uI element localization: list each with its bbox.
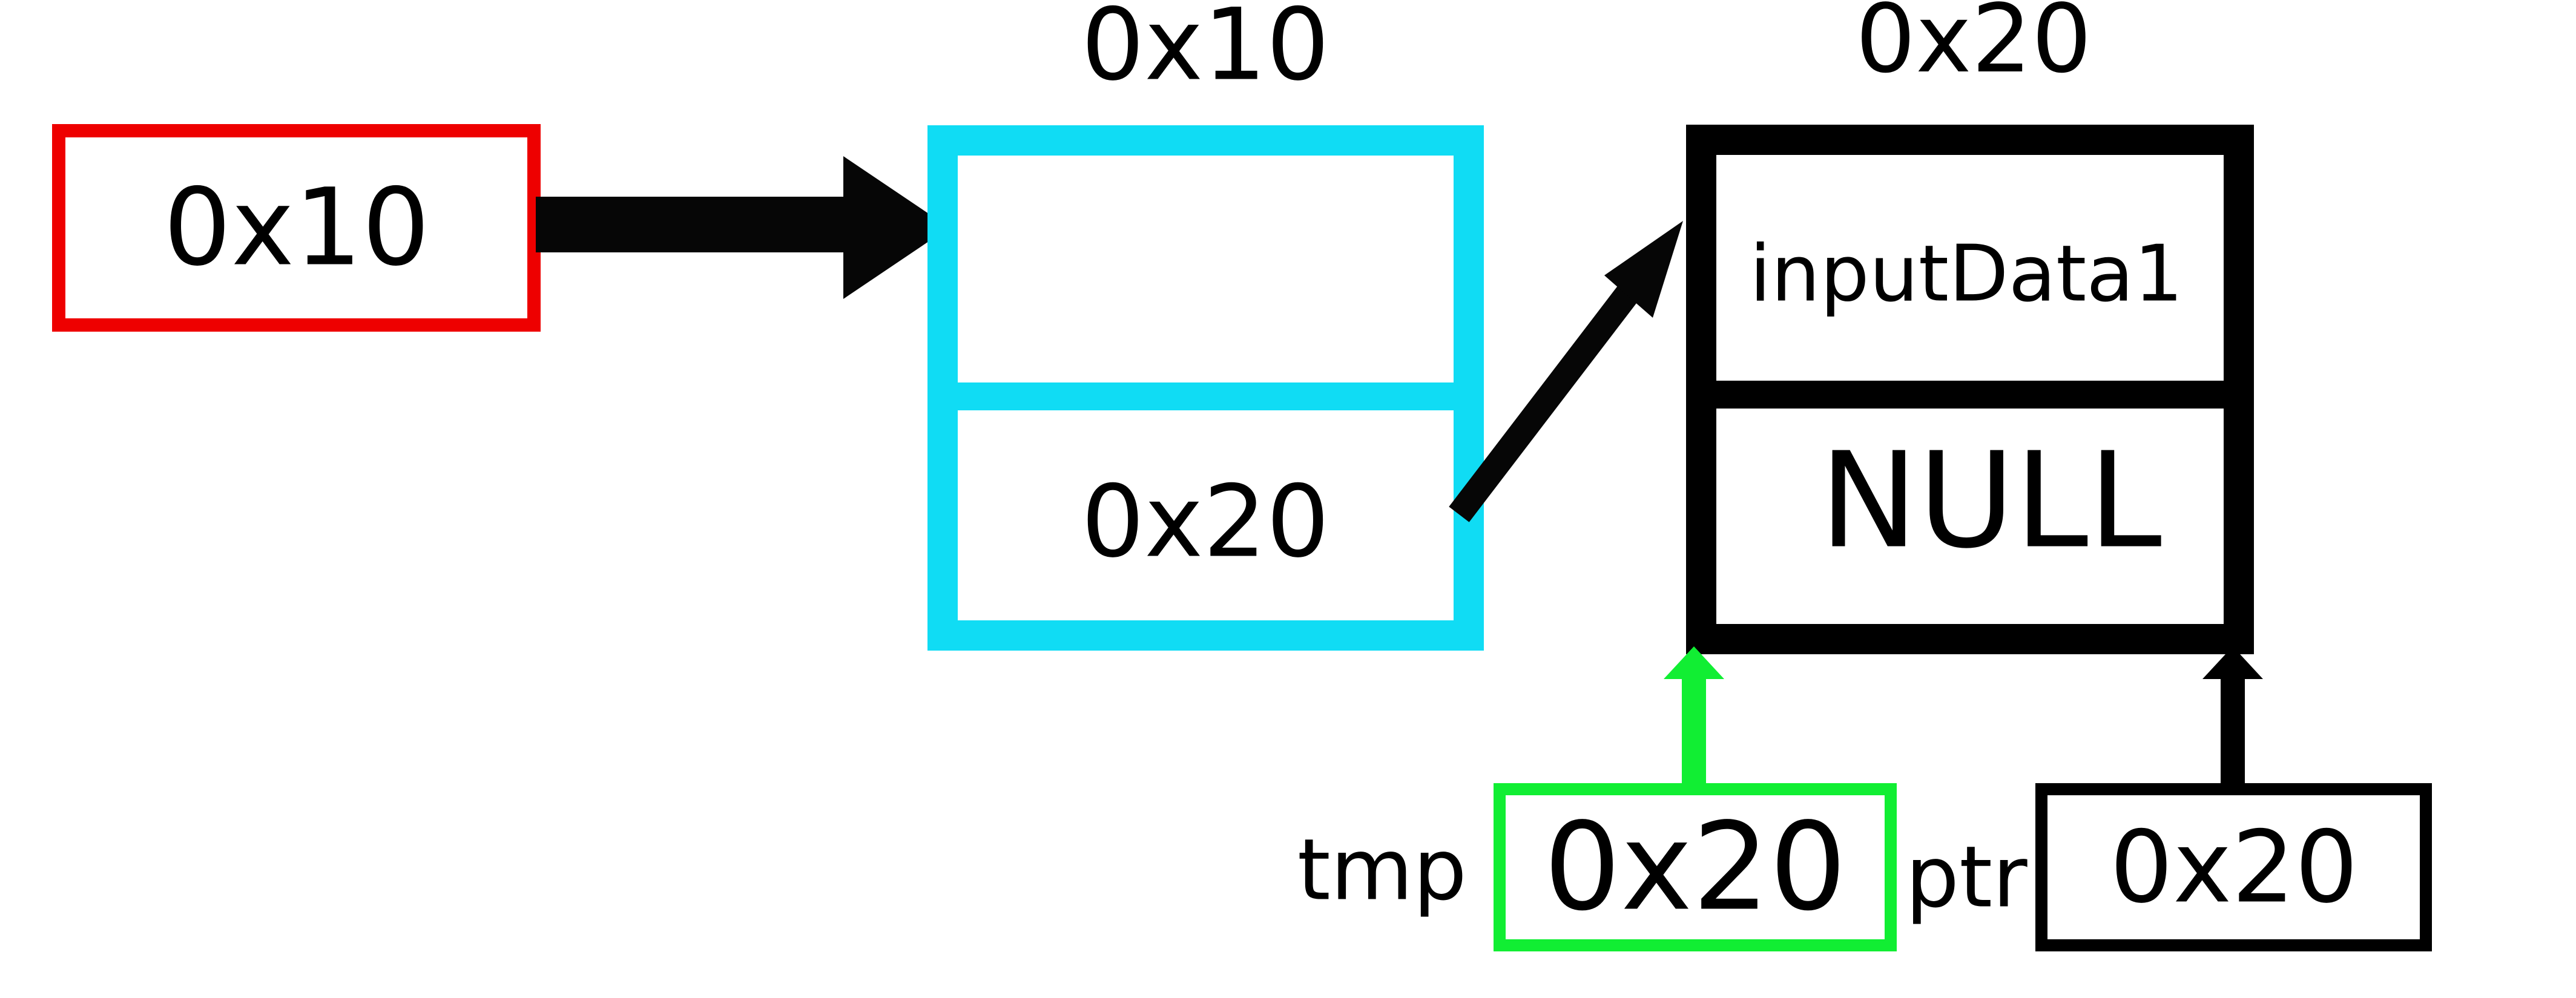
tmp-arrow-shaft (1682, 669, 1706, 790)
head-arrow-tip (843, 156, 949, 299)
head-arrow-shaft (536, 197, 848, 252)
tmp-name-label: tmp (1297, 821, 1467, 920)
node1-next-arrow-tip (1604, 221, 1683, 318)
node2-divider (1701, 381, 2239, 409)
node2-address-label: 0x20 (1856, 0, 2092, 94)
node1-divider (943, 382, 1469, 410)
tmp-pointer-value: 0x20 (1544, 797, 1846, 938)
node2-next-cell: NULL (1819, 425, 2162, 578)
tmp-arrow-tip (1664, 646, 1724, 679)
ptr-arrow-tip (2202, 646, 2263, 679)
ptr-name-label: ptr (1905, 829, 2028, 927)
node1-address-label: 0x10 (1081, 0, 1329, 103)
node1-next-cell: 0x20 (1081, 464, 1329, 580)
head-pointer-box (52, 124, 541, 332)
ptr-pointer-value: 0x20 (2110, 810, 2358, 925)
node2-data-cell: inputData1 (1750, 229, 2183, 320)
node1-next-arrow-shaft (1449, 278, 1644, 522)
head-pointer-value: 0x10 (163, 166, 430, 290)
ptr-arrow-shaft (2221, 669, 2245, 790)
